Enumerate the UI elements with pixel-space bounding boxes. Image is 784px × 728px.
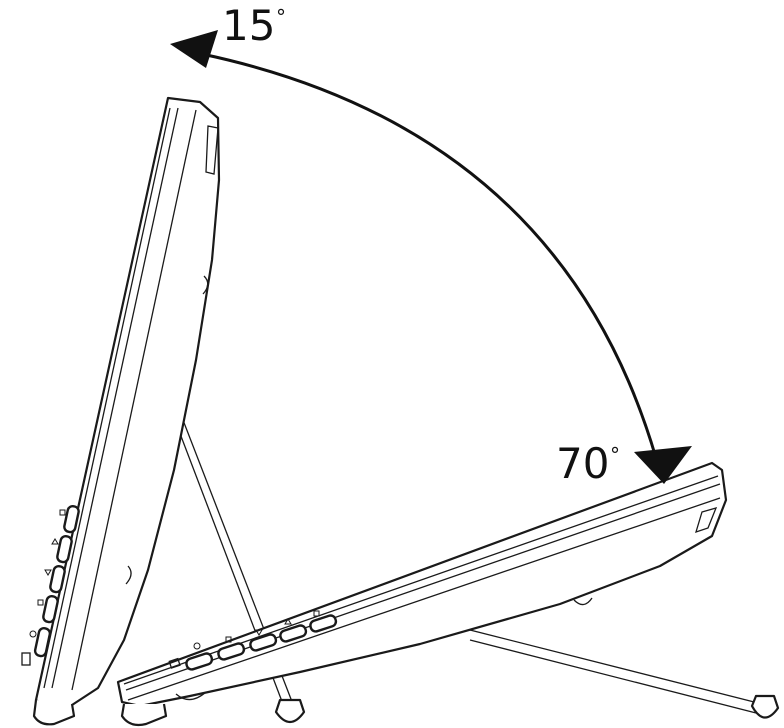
button-3[interactable] [49, 564, 66, 594]
monitor-upright [21, 96, 306, 726]
degree-symbol: ° [276, 5, 286, 29]
power-switch[interactable] [168, 657, 181, 669]
angle-70-value: 70 [556, 439, 609, 488]
button-5[interactable] [309, 614, 338, 633]
monitor-reclined [116, 461, 780, 727]
tilt-range-arrow [170, 30, 692, 484]
power-switch[interactable] [21, 652, 31, 666]
monitor-body-reclined [116, 461, 728, 708]
down-icon [255, 629, 263, 636]
power-icon [193, 642, 201, 650]
foot-upright [32, 699, 76, 726]
button-2[interactable] [56, 534, 73, 564]
button-1[interactable] [63, 504, 80, 534]
button-2[interactable] [217, 642, 246, 661]
arrowhead-up [170, 30, 218, 68]
angle-15-value: 15 [222, 1, 275, 50]
power-icon [29, 630, 37, 638]
angle-label-15: 15 ° [222, 1, 286, 50]
button-1[interactable] [185, 652, 214, 671]
degree-symbol: ° [610, 443, 620, 467]
monitor-body-upright [34, 96, 221, 710]
foot-reclined [120, 703, 168, 727]
button-3[interactable] [249, 633, 278, 652]
up-icon [284, 618, 292, 625]
tilt-arc [201, 52, 658, 459]
arrowhead-down [634, 446, 692, 484]
button-4[interactable] [279, 624, 308, 643]
side-buttons-upright [21, 504, 80, 666]
angle-label-70: 70 ° [556, 439, 620, 488]
input-icon [37, 599, 44, 606]
up-icon [51, 538, 59, 545]
button-4[interactable] [42, 594, 59, 624]
side-buttons-reclined [168, 610, 338, 671]
button-5[interactable] [33, 626, 52, 658]
input-icon [225, 636, 232, 643]
menu-icon [59, 509, 66, 516]
kickstand-reclined [469, 629, 780, 719]
down-icon [44, 569, 52, 576]
menu-icon [313, 610, 320, 617]
